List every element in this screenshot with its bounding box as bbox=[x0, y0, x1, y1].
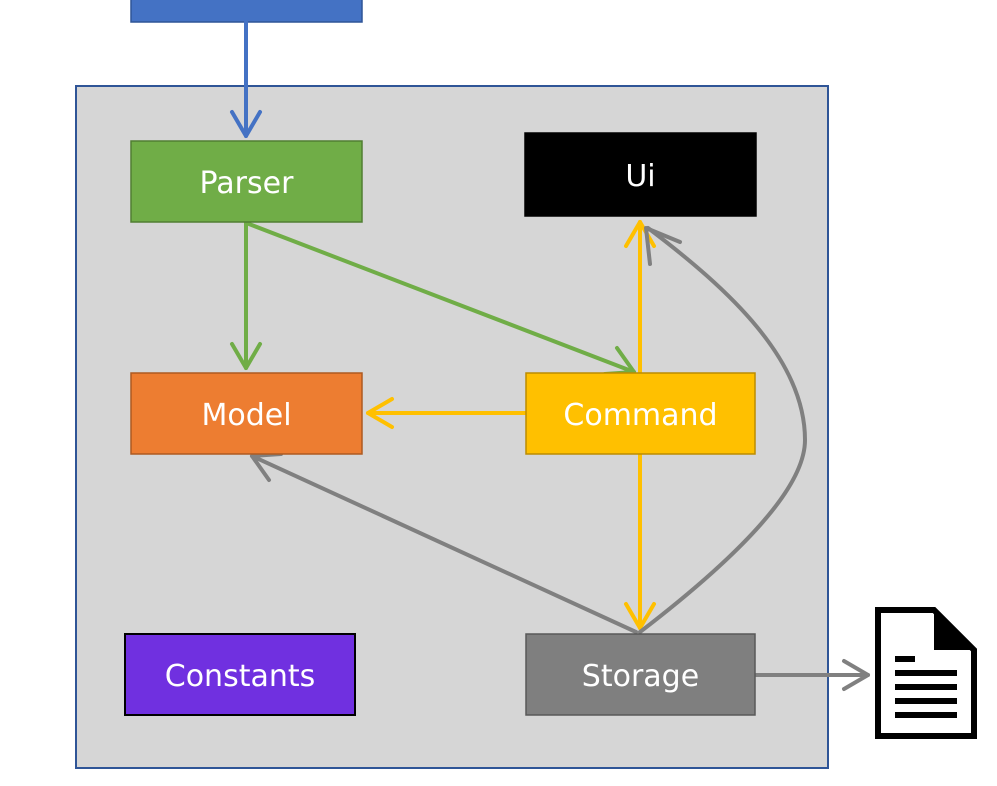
node-ui: Ui bbox=[524, 132, 757, 217]
command-label: Command bbox=[563, 398, 717, 433]
entry-box bbox=[130, 0, 363, 23]
model-label: Model bbox=[201, 398, 291, 433]
node-model: Model bbox=[130, 372, 363, 455]
arrowhead-parser-to-model bbox=[230, 342, 262, 370]
arrowhead-command-to-ui bbox=[624, 220, 656, 248]
arrowhead-command-to-model bbox=[366, 397, 394, 429]
node-constants: Constants bbox=[124, 633, 356, 716]
arrowhead-command-to-storage bbox=[624, 602, 656, 630]
parser-label: Parser bbox=[200, 166, 295, 201]
arrowhead-storage-to-file bbox=[842, 659, 870, 691]
node-parser: Parser bbox=[130, 140, 363, 223]
arrow-storage-to-ui bbox=[638, 226, 807, 634]
node-storage: Storage bbox=[525, 633, 756, 716]
arrow-storage-to-model bbox=[250, 454, 638, 634]
constants-label: Constants bbox=[165, 659, 316, 694]
document-icon bbox=[875, 607, 977, 739]
ui-label: Ui bbox=[625, 159, 655, 194]
node-command: Command bbox=[525, 372, 756, 455]
arrowhead-entry-to-parser bbox=[230, 110, 262, 138]
storage-label: Storage bbox=[582, 659, 699, 694]
arrow-parser-to-command bbox=[247, 222, 636, 374]
arrowhead-storage-to-ui bbox=[644, 226, 682, 266]
